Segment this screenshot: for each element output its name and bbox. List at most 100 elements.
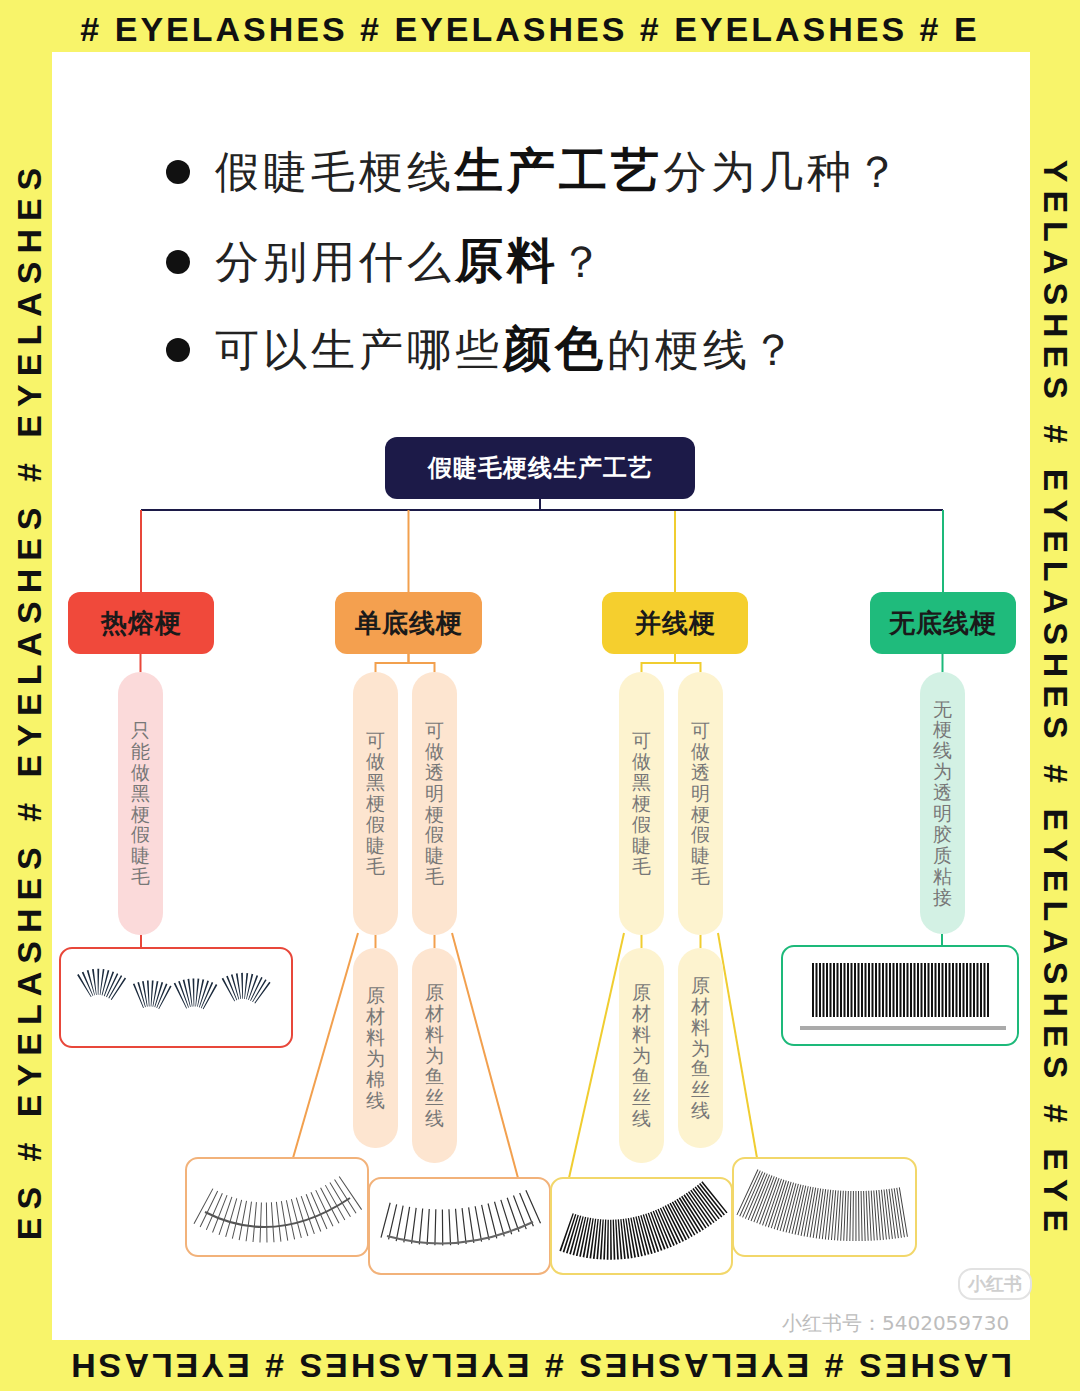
watermark-logo: 小红书: [958, 1268, 1032, 1300]
connector-line: [942, 654, 944, 672]
lash-strip: [747, 1192, 904, 1216]
vertical-label: 原材料为鱼丝线: [632, 982, 651, 1128]
border-text: LASHES # EYELASHES # EYELASHES # EYELASH: [60, 1344, 1020, 1388]
photo-frame: [186, 1158, 368, 1256]
connector: [540, 499, 943, 592]
lash-band: [387, 1222, 533, 1243]
vertical-label: 可做黑梗假睫毛: [632, 730, 651, 876]
feature-pill: 可做黑梗假睫毛: [619, 672, 664, 935]
connector: [434, 935, 436, 948]
question-text: ？: [559, 236, 607, 287]
lash-base: [800, 1026, 1006, 1030]
question-text: 的梗线？: [607, 324, 799, 375]
connector-line: [434, 935, 436, 948]
question-keyword: 颜色: [503, 320, 607, 376]
lash-clusters: [812, 963, 990, 1017]
watermark: 小红书号：5402059730: [782, 1310, 1009, 1337]
connector-branch: [942, 510, 944, 592]
connector-trunk: [409, 499, 541, 510]
vertical-label: 原材料为棉线: [366, 985, 385, 1110]
connector-trunk: [540, 499, 675, 510]
question-text: 分为几种？: [663, 146, 903, 197]
connector: [641, 935, 643, 948]
question-line: 假睫毛梗线生产工艺分为几种？: [215, 142, 903, 200]
material-pill: 原材料为鱼丝线: [412, 948, 457, 1163]
connector: [409, 654, 435, 672]
leader-line: [941, 934, 943, 946]
lash-strip: [566, 1196, 716, 1240]
lash-strip: [203, 1192, 352, 1223]
connector-line: [675, 654, 701, 672]
root-box: 假睫毛梗线生产工艺: [385, 437, 695, 499]
connector: [141, 499, 540, 592]
connector-branch: [140, 510, 142, 592]
question-text: 可以生产哪些: [215, 324, 503, 375]
connector-line: [700, 935, 702, 948]
question-text: 分别用什么: [215, 236, 455, 287]
question-keyword: 生产工艺: [455, 142, 663, 198]
vertical-label: 无梗线 为透明胶质粘接: [933, 699, 952, 908]
leader-line: [293, 933, 358, 1158]
feature-pill: 无梗线 为透明胶质粘接: [920, 672, 965, 934]
connector: [409, 499, 541, 592]
material-pill: 原材料为鱼丝线: [678, 948, 723, 1148]
connector: [700, 935, 702, 948]
connector: [675, 654, 701, 672]
bullet-dot: [166, 338, 190, 362]
feature-pill: 可做透明梗假睫毛: [412, 672, 457, 935]
category-box: 无底线梗: [870, 592, 1016, 654]
vertical-label: 可做透明梗假睫毛: [691, 720, 710, 887]
connector-trunk: [141, 499, 540, 510]
connector: [375, 935, 377, 948]
category-box: 热熔梗: [68, 592, 214, 654]
question-line: 可以生产哪些颜色的梗线？: [215, 320, 799, 378]
lash-cluster: [228, 986, 264, 994]
feature-pill: 可做透明梗假睫毛: [678, 672, 723, 935]
box-label: 单底线梗: [355, 606, 463, 641]
connector-line: [375, 935, 377, 948]
question-text: 假睫毛梗线: [215, 146, 455, 197]
bullets: [166, 160, 190, 362]
border-text: ES # EYELASHES # EYELASHES # EYELASHES: [7, 60, 51, 1340]
connector-trunk: [540, 499, 943, 510]
leader-line: [718, 933, 757, 1158]
photo-frame: [733, 1158, 916, 1256]
photo-frame: [782, 946, 1018, 1045]
connector: [140, 654, 142, 672]
photo-frame: [551, 1178, 732, 1274]
vertical-label: 可做黑梗假睫毛: [366, 730, 385, 876]
border-text: YELASHES # EYELASHES # EYELASHES # EYE: [1034, 60, 1078, 1340]
bullet-dot: [166, 250, 190, 274]
vertical-label: 原材料为鱼丝线: [691, 975, 710, 1121]
photo-frame: [369, 1178, 550, 1274]
bullet-dot: [166, 160, 190, 184]
question-line: 分别用什么原料？: [215, 232, 607, 290]
connector-line: [642, 654, 676, 672]
leader-line: [140, 935, 142, 948]
question-keyword: 原料: [455, 232, 559, 288]
category-box: 单底线梗: [335, 592, 482, 654]
connector: [642, 654, 676, 672]
vertical-label: 只能做黑梗假睫毛: [131, 720, 150, 887]
connector-branch: [674, 510, 676, 592]
photo-frames: [60, 946, 1018, 1274]
eyelash-pictures: [84, 982, 1006, 1244]
material-pill: 原材料为棉线: [353, 948, 398, 1148]
box-label: 无底线梗: [889, 606, 997, 641]
leader-line: [452, 933, 518, 1178]
leader-line: [569, 933, 624, 1178]
vertical-label: 可做透明梗假睫毛: [425, 720, 444, 887]
connector-branch: [408, 510, 410, 592]
photo-frame: [60, 948, 292, 1047]
feature-pill: 可做黑梗假睫毛: [353, 672, 398, 935]
connector: [540, 499, 675, 592]
border-text: # EYELASHES # EYELASHES # EYELASHES # E: [40, 7, 1020, 51]
connector-line: [140, 654, 142, 672]
feature-pill: 只能做黑梗假睫毛: [118, 672, 163, 935]
lash-strip: [385, 1206, 535, 1227]
lash-cluster: [84, 982, 120, 990]
box-label: 假睫毛梗线生产工艺: [428, 452, 653, 484]
category-box: 并线梗: [602, 592, 748, 654]
vertical-label: 原材料为鱼丝线: [425, 982, 444, 1128]
